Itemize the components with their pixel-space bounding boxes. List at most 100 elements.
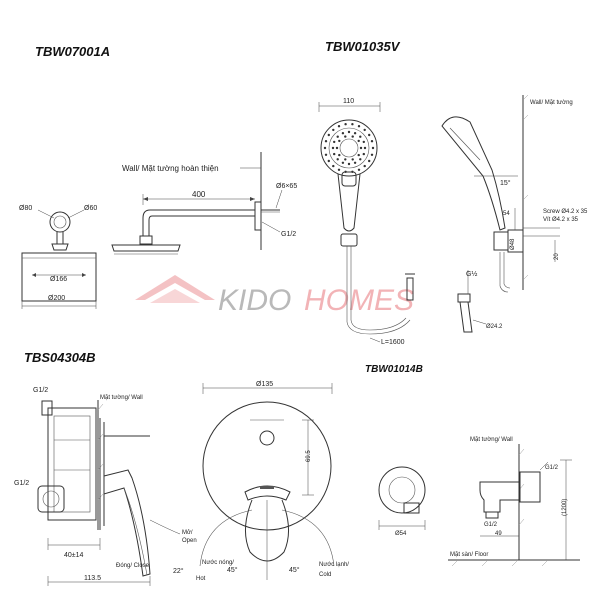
nozzle-dot — [327, 133, 330, 137]
dim-g12-side: G1/2 — [14, 480, 29, 487]
nozzle-dot — [333, 152, 336, 156]
label-screw-en: Screw Ø4.2 x 35 — [543, 209, 588, 215]
dim-g12-right: G1/2 — [545, 465, 559, 471]
nozzle-dot — [323, 146, 327, 150]
nozzle-dot — [357, 125, 361, 128]
nozzle-dot — [347, 162, 351, 166]
dim-total: 113.5 — [84, 575, 101, 582]
dim-thread-g12: G1/2 — [281, 231, 296, 238]
nozzle-dot — [331, 146, 335, 150]
label-hot-vn: Nước nóng/ — [202, 560, 234, 566]
mixer-drawing: G1/2 Mặt tường/ Wall G1/2 — [14, 381, 349, 586]
nozzle-dot — [324, 153, 328, 156]
rain-shower-side-view: Wall/ Mặt tường hoàn thiện Ø6×65 G1/2 40… — [111, 152, 297, 255]
nozzle-dot — [363, 146, 367, 150]
label-wall-finish: Wall/ Mặt tường hoàn thiện — [122, 164, 219, 173]
title-tbw01035v: TBW01035V — [325, 39, 401, 54]
dim-thread-g-half: G½ — [466, 270, 477, 278]
nozzle-dot — [368, 133, 371, 137]
label-open-vn: Mở/ — [182, 529, 193, 536]
dim-depth: 40±14 — [64, 552, 84, 559]
nozzle-dot — [359, 146, 363, 150]
nozzle-dot — [338, 139, 341, 143]
nozzle-dot — [332, 128, 335, 132]
label-cold-vn: Nước lạnh/ — [319, 562, 349, 568]
dim-d135: Ø135 — [256, 381, 273, 388]
nozzle-dot — [333, 140, 336, 144]
dim-width-110: 110 — [343, 98, 354, 105]
dim-angle-45-right: 45° — [289, 566, 300, 574]
dim-1200: (1200) — [562, 499, 568, 516]
dim-angle-45-left: 45° — [227, 566, 238, 574]
hand-shower-side-view: Wall/ Mặt tường 15° 54 Screw Ø4.2 x 35 V… — [441, 94, 588, 293]
hand-shower-front-view: 110 L=1600 — [318, 98, 415, 346]
nozzle-dot — [332, 164, 335, 168]
nozzle-dot — [371, 146, 375, 150]
nozzle-dot — [357, 139, 360, 143]
nozzle-dot — [363, 128, 366, 132]
elbow-side-view: Mặt tường/ Wall G1/2 G1/2 49 (1200) Mặt … — [448, 437, 580, 567]
nozzle-dot — [351, 135, 354, 138]
dim-screw: Ø6×65 — [276, 183, 297, 190]
watermark-text-homes: HOMES — [304, 284, 414, 317]
nozzle-dot — [344, 135, 347, 138]
nozzle-dot — [341, 161, 345, 164]
label-floor: Mặt sàn/ Floor — [450, 552, 488, 558]
nozzle-dot — [362, 152, 365, 156]
label-wall-mixer: Mặt tường/ Wall — [100, 395, 143, 401]
nozzle-dot — [336, 158, 339, 161]
nozzle-dot — [368, 159, 371, 163]
dim-d48: Ø48 — [510, 238, 516, 250]
elbow-front-view: Ø54 — [378, 466, 426, 537]
dim-49: 49 — [495, 531, 502, 537]
nozzle-dot — [357, 168, 361, 171]
nozzle-dot — [370, 140, 374, 143]
dim-hose-length: L=1600 — [381, 339, 405, 346]
watermark-logo: KIDO HOMES — [135, 275, 414, 317]
dim-d80: Ø80 — [19, 205, 32, 212]
label-open-en: Open — [182, 538, 197, 544]
dim-angle-22: 22° — [173, 567, 184, 575]
nozzle-dot — [357, 153, 360, 157]
nozzle-dot — [336, 135, 339, 138]
dim-20: 20 — [554, 253, 560, 260]
nozzle-dot — [362, 140, 365, 144]
dim-d54: Ø54 — [395, 531, 407, 537]
dim-d200: Ø200 — [48, 295, 65, 302]
nozzle-dot — [359, 135, 362, 138]
title-tbs04304b: TBS04304B — [24, 350, 96, 365]
rain-shower-drawing: Ø80 Ø60 Ø166 Ø200 Wall/ Mặt tường hoàn t… — [19, 152, 297, 309]
nozzle-dot — [344, 158, 347, 161]
label-wall-elbow: Mặt tường/ Wall — [470, 437, 513, 443]
nozzle-dot — [370, 153, 374, 156]
nozzle-dot — [359, 158, 362, 161]
nozzle-dot — [337, 168, 341, 171]
dim-angle-15: 15° — [500, 179, 511, 187]
hose-connector-detail: G½ Ø24.2 — [457, 270, 503, 333]
watermark-text-kido: KIDO — [218, 284, 291, 317]
nozzle-dot — [347, 130, 351, 134]
nozzle-dot — [351, 123, 354, 126]
wall-elbow-drawing: Ø54 Mặt tường/ Wall G1/2 G1/2 49 (1200) — [378, 437, 580, 567]
title-tbw01014b: TBW01014B — [365, 364, 423, 375]
nozzle-dot — [353, 132, 357, 135]
spray-nozzles — [323, 123, 375, 173]
dim-54: 54 — [503, 211, 510, 217]
mixer-side-view: G1/2 Mặt tường/ Wall G1/2 — [14, 387, 197, 586]
dim-h695: 69.5 — [306, 450, 312, 462]
title-tbw07001a: TBW07001A — [35, 44, 110, 59]
nozzle-dot — [335, 146, 339, 150]
label-close: Đóng/ Close — [116, 563, 150, 569]
nozzle-dot — [338, 153, 341, 157]
dim-arm-400: 400 — [192, 190, 206, 199]
dim-g12-bottom: G1/2 — [484, 522, 498, 528]
hand-shower-drawing: 110 L=1600 Wall/ Mặt tườn — [318, 94, 588, 346]
nozzle-dot — [327, 159, 330, 163]
rain-shower-top-view: Ø80 Ø60 Ø166 Ø200 — [19, 205, 97, 309]
nozzle-dot — [351, 158, 354, 161]
label-screw-vn: Vít Ø4.2 x 35 — [543, 217, 579, 223]
mixer-front-view: Ø135 69.5 22° Nước nóng/ Hot 45° 45° Nướ… — [173, 381, 349, 582]
label-wall-hand: Wall/ Mặt tường — [530, 100, 573, 106]
watermark-roof-icon — [135, 275, 215, 300]
